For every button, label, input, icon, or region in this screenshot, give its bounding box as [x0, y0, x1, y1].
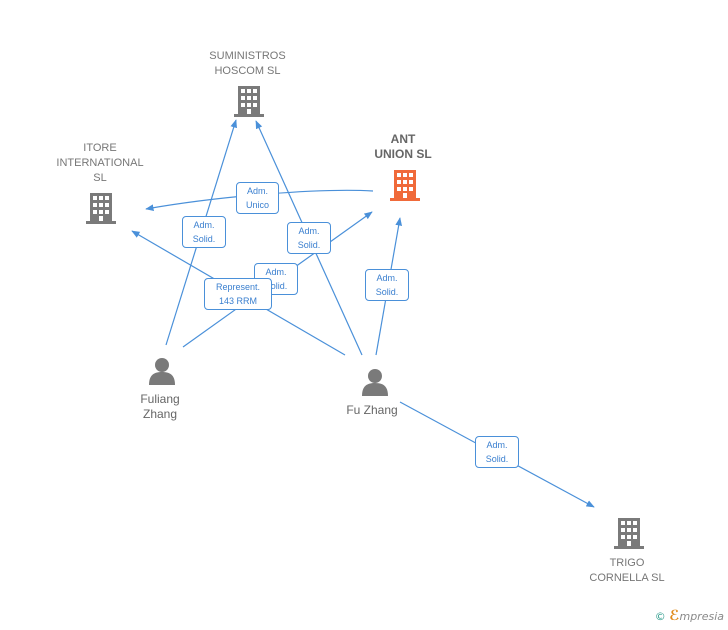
node-label-itore[interactable]: ITORE INTERNATIONAL SL	[56, 142, 144, 184]
node-label-fu-zhang[interactable]: Fu Zhang	[346, 403, 398, 417]
edge-label-fuzhang-trigo[interactable]: Adm. Solid.	[475, 436, 519, 468]
copyright-icon: ©	[654, 610, 666, 623]
person-icon[interactable]	[362, 369, 388, 396]
node-label-trigo[interactable]: TRIGO CORNELLA SL	[589, 557, 665, 584]
empresia-watermark[interactable]: © ℰmpresia	[655, 608, 724, 624]
building-icon[interactable]	[86, 193, 116, 224]
empresia-logo-initial: ℰ	[669, 608, 680, 624]
edge-label-represent[interactable]: Represent. 143 RRM	[204, 278, 272, 310]
edge-label-fuliang-suministros[interactable]: Adm. Solid.	[182, 216, 226, 248]
building-icon[interactable]	[234, 86, 264, 117]
node-label-suministros[interactable]: SUMINISTROS HOSCOM SL	[209, 50, 286, 77]
edge-label-fuzhang-antunion[interactable]: Adm. Solid.	[365, 269, 409, 301]
building-icon[interactable]	[390, 170, 420, 201]
person-icon[interactable]	[149, 358, 175, 385]
edge-label-fuzhang-suministros[interactable]: Adm. Solid.	[287, 222, 331, 254]
empresia-logo-text: mpresia	[679, 610, 724, 623]
node-label-ant-union[interactable]: ANT UNION SL	[374, 132, 432, 161]
node-label-fuliang[interactable]: Fuliang Zhang	[140, 392, 180, 421]
edge-label-adm-unico[interactable]: Adm. Unico	[236, 182, 279, 214]
building-icon[interactable]	[614, 518, 644, 549]
